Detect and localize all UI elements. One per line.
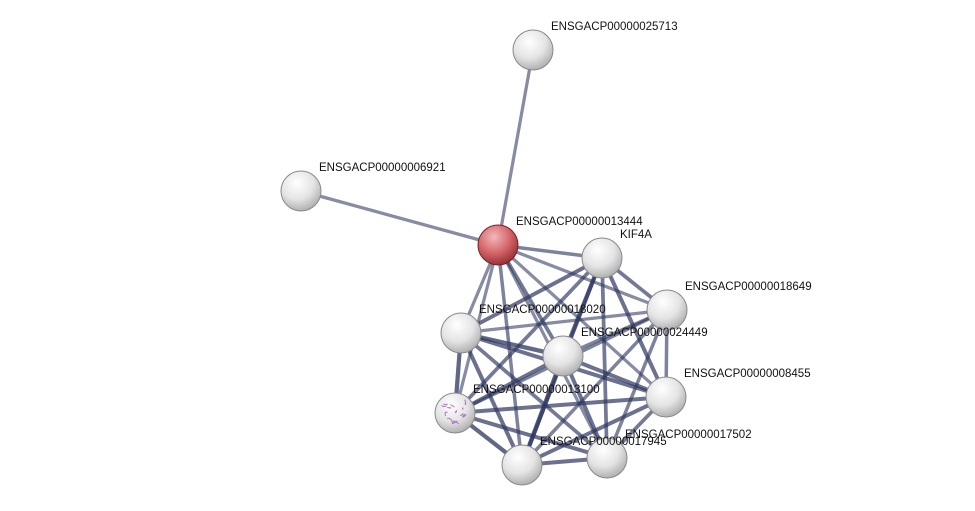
node-sphere[interactable]: [582, 238, 622, 278]
node-18649[interactable]: ENSGACP00000018649: [647, 281, 812, 330]
node-sphere[interactable]: [647, 290, 687, 330]
node-sphere[interactable]: [478, 225, 518, 265]
node-8455[interactable]: ENSGACP00000008455: [646, 368, 811, 417]
node-sphere[interactable]: [543, 336, 583, 376]
node-sphere[interactable]: [281, 171, 321, 211]
node-6921[interactable]: ENSGACP00000006921: [281, 162, 446, 211]
edge-13444-6921[interactable]: [301, 191, 498, 245]
node-24449[interactable]: ENSGACP00000024449: [543, 327, 708, 376]
node-label: ENSGACP00000025713: [551, 21, 678, 33]
node-label: ENSGACP00000006921: [319, 162, 446, 174]
node-sphere[interactable]: [513, 30, 553, 70]
node-label: ENSGACP00000013444: [516, 216, 643, 228]
node-label: ENSGACP00000008455: [684, 368, 811, 380]
node-label: ENSGACP00000024449: [581, 327, 708, 339]
node-label: KIF4A: [620, 229, 652, 241]
node-label: ENSGACP00000017945: [540, 436, 667, 448]
node-sphere[interactable]: [502, 445, 542, 485]
node-label: ENSGACP00000013100: [473, 384, 600, 396]
node-label: ENSGACP00000018649: [685, 281, 812, 293]
node-sphere[interactable]: [646, 377, 686, 417]
node-KIF4A[interactable]: KIF4A: [582, 229, 652, 278]
node-sphere[interactable]: [435, 393, 475, 433]
node-label: ENSGACP00000018020: [479, 304, 606, 316]
node-25713[interactable]: ENSGACP00000025713: [513, 21, 678, 70]
node-sphere[interactable]: [441, 313, 481, 353]
